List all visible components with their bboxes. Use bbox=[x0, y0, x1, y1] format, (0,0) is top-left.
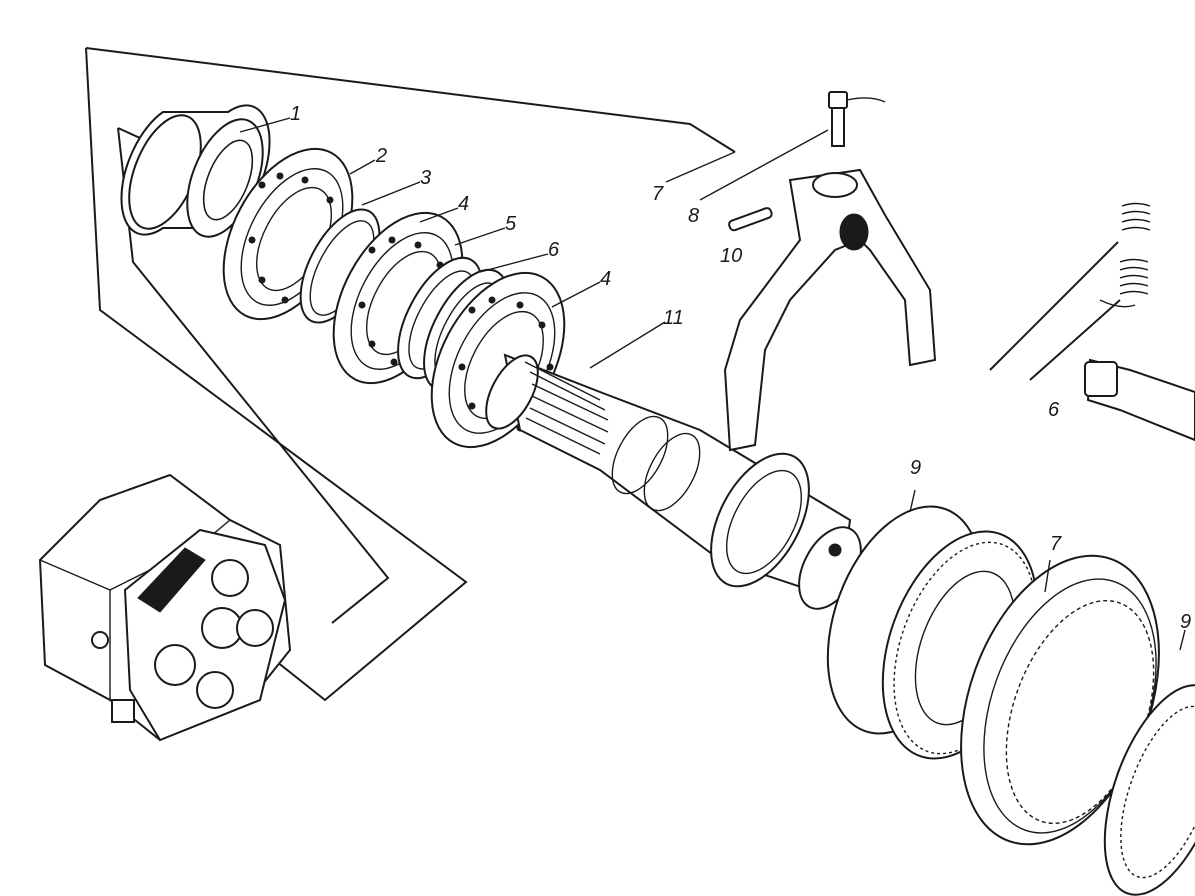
callout-2: 2 bbox=[375, 145, 387, 167]
callout-5: 5 bbox=[505, 213, 517, 235]
callout-labels: 1 2 3 4 5 6 4 11 7 8 10 6 9 7 9 bbox=[290, 103, 1191, 633]
callout-9-right: 9 bbox=[1180, 611, 1191, 633]
part-11-splines bbox=[524, 361, 609, 455]
callout-4-upper: 4 bbox=[458, 193, 469, 215]
callout-10: 10 bbox=[720, 245, 742, 267]
part-9-gear-right[interactable] bbox=[1080, 670, 1195, 896]
callout-4-lower: 4 bbox=[600, 268, 611, 290]
part-1-bore bbox=[202, 139, 254, 221]
callout-11: 11 bbox=[663, 307, 684, 329]
callout-8: 8 bbox=[688, 205, 699, 227]
shift-rod[interactable] bbox=[1084, 358, 1195, 442]
detent-springs[interactable] bbox=[989, 202, 1151, 381]
callout-6-right: 6 bbox=[1048, 399, 1060, 421]
callout-6-left: 6 bbox=[548, 239, 560, 261]
part-8-set-screw[interactable] bbox=[828, 91, 886, 147]
gearbox-housing[interactable] bbox=[38, 473, 292, 742]
callout-1: 1 bbox=[290, 103, 301, 125]
callout-3: 3 bbox=[420, 167, 431, 189]
part-11-splined-shaft[interactable] bbox=[476, 347, 874, 619]
part-10-pin[interactable] bbox=[728, 207, 773, 232]
leader-lines bbox=[239, 117, 1186, 651]
callout-7-fork: 7 bbox=[652, 183, 664, 205]
callout-7-sync: 7 bbox=[1050, 533, 1062, 555]
callout-9-center: 9 bbox=[910, 457, 921, 479]
shift-fork-assembly[interactable] bbox=[723, 91, 937, 452]
housing-cover bbox=[123, 528, 287, 742]
